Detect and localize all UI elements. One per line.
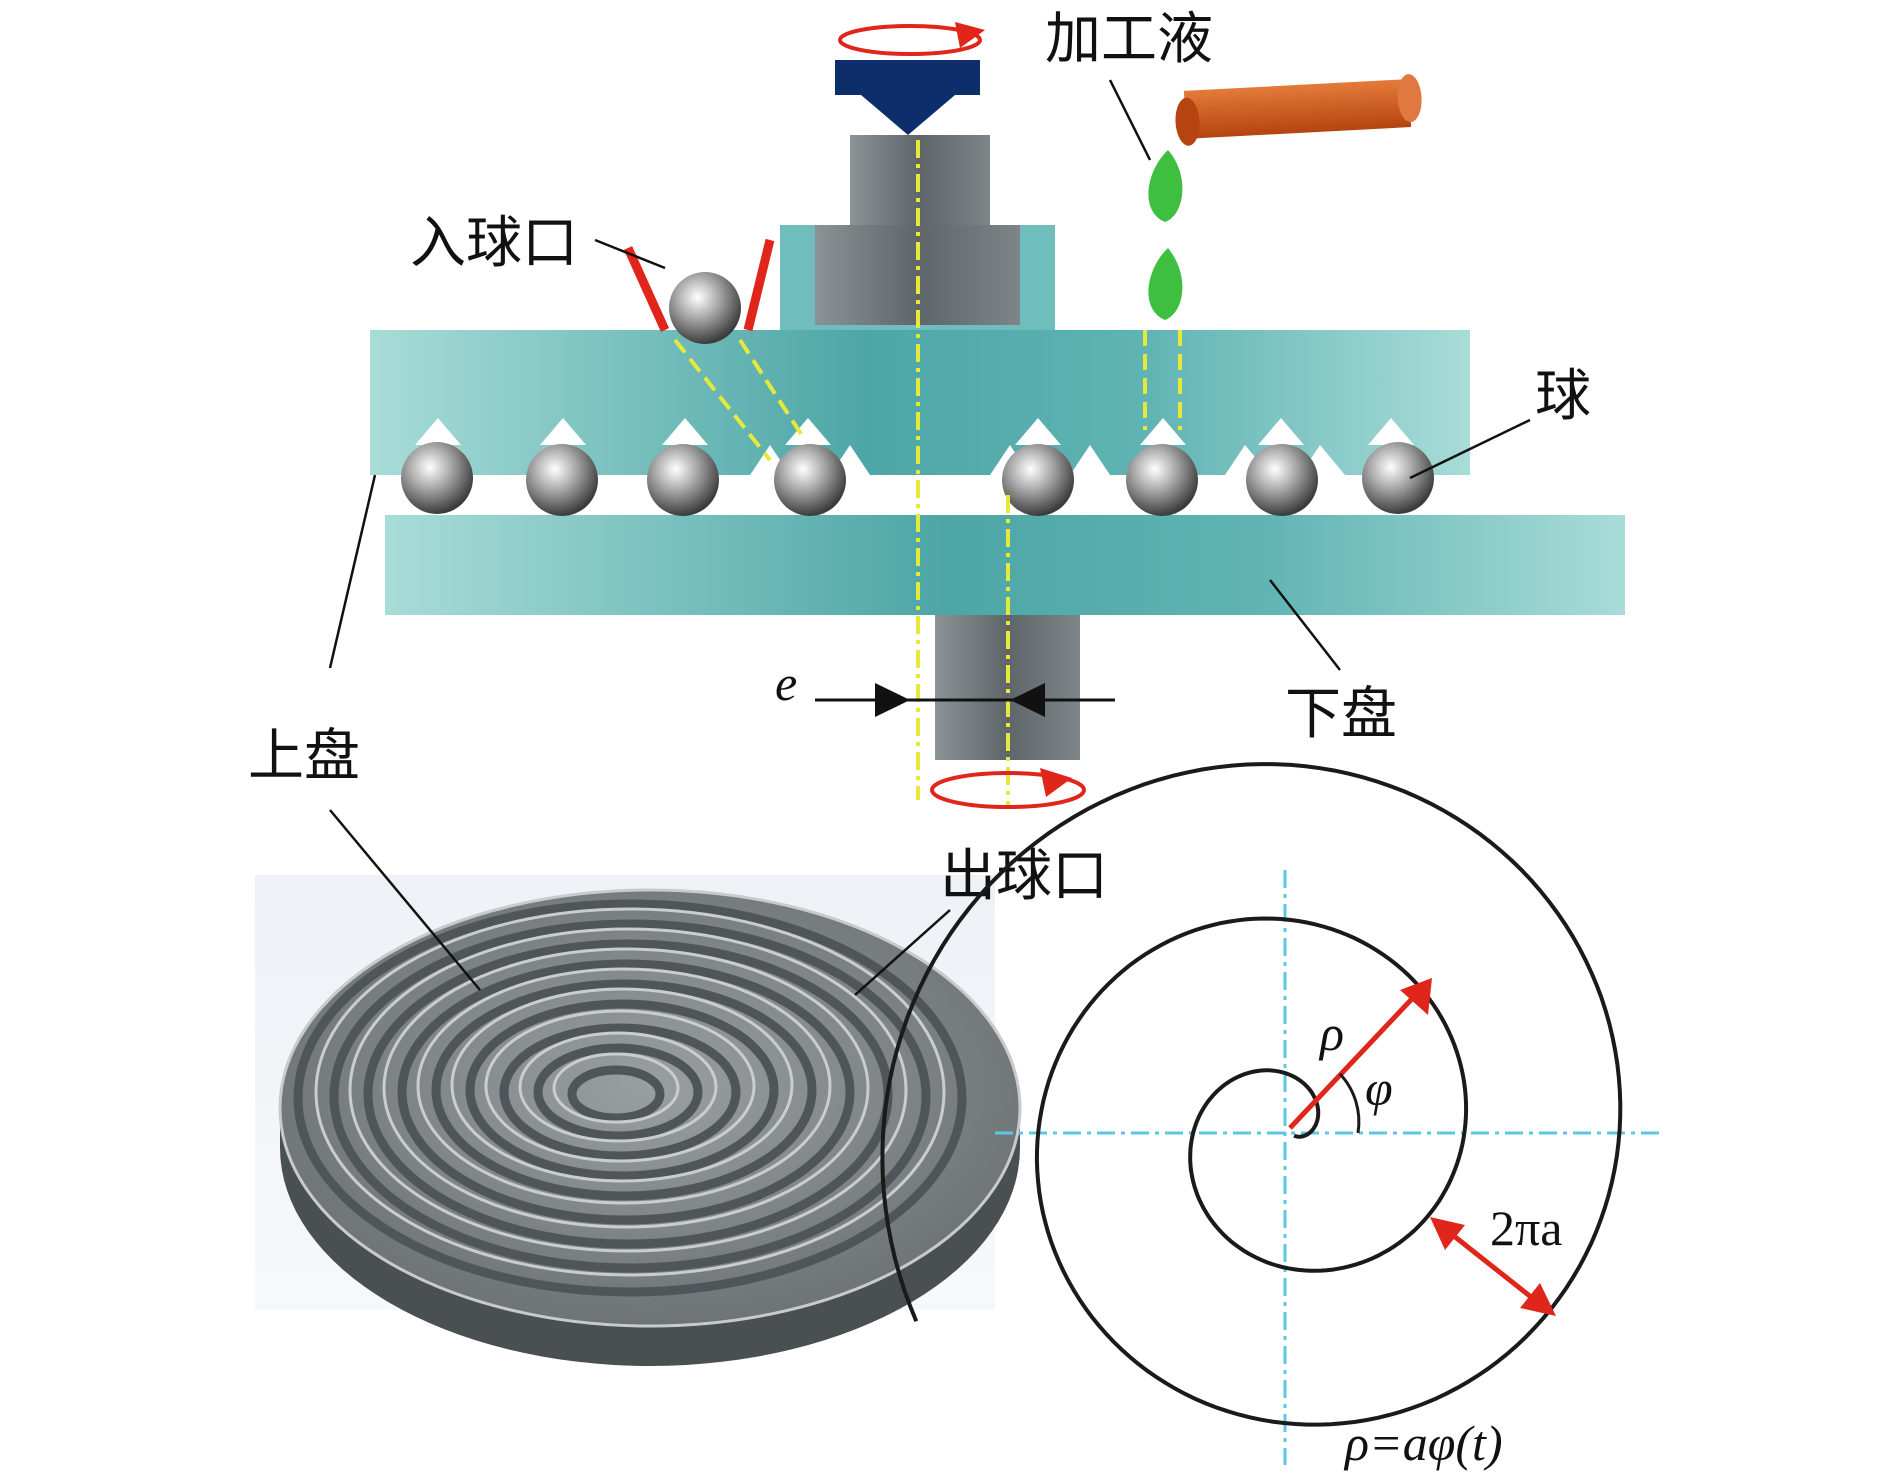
fluid-pipe (1175, 74, 1422, 146)
ball-outlet-label: 出球口 (940, 844, 1108, 909)
upper-plate-disk-leader (329, 809, 481, 991)
fluid-drop-icon (1148, 150, 1183, 320)
ball (1362, 442, 1434, 514)
pitch-arrowhead-start-icon (1430, 1217, 1465, 1250)
spiral-disk (278, 888, 1022, 1366)
ball (647, 444, 719, 516)
pitch-arrowhead-end-icon (1520, 1283, 1556, 1316)
fluid-leader (1108, 79, 1152, 161)
load-arrow-icon (835, 60, 980, 135)
equation-label: ρ=aφ(t) (1343, 1415, 1503, 1471)
top-rotation-arrow-icon (838, 22, 985, 56)
eccentricity-label: e (775, 655, 797, 711)
ball-inlet-leader (594, 238, 666, 270)
phi-arc (1338, 1072, 1361, 1134)
upper-plate-label: 上盘 (248, 724, 360, 789)
ball (774, 444, 846, 516)
ball (526, 444, 598, 516)
lower-plate-leader (1269, 579, 1341, 671)
ball (1002, 444, 1074, 516)
pitch-label: 2πa (1490, 1200, 1562, 1256)
ball-label: 球 (1535, 364, 1591, 429)
ball-inlet-funnel (623, 238, 775, 344)
phi-label: φ (1365, 1060, 1393, 1116)
archimedean-spiral (880, 762, 1623, 1427)
ball (1246, 444, 1318, 516)
upper-hub-core (815, 225, 1020, 325)
ball-outlet-leader (854, 909, 951, 996)
axis-lines (916, 140, 1010, 805)
ball-row (401, 442, 1434, 516)
pitch-arrow (1438, 1223, 1547, 1310)
ball (669, 272, 741, 344)
ball-inlet-label: 入球口 (410, 211, 578, 276)
lower-plate (385, 515, 1625, 615)
lower-plate-label: 下盘 (1285, 682, 1397, 747)
ball (401, 442, 473, 514)
upper-plate-leader (328, 474, 377, 669)
fluid-label: 加工液 (1045, 7, 1213, 72)
rho-arrow (1288, 983, 1427, 1130)
eccentricity-dimension (815, 683, 1115, 717)
inlet-channel-lines (673, 338, 807, 462)
ball-leader (1409, 418, 1531, 480)
v-grooves (415, 418, 1414, 445)
fluid-flow-lines (1143, 330, 1182, 430)
rho-label: ρ (1318, 1005, 1344, 1061)
spiral-axes (995, 870, 1665, 1465)
bottom-rotation-arrow-icon (930, 768, 1086, 809)
ball (1126, 444, 1198, 516)
rho-arrowhead-icon (1400, 978, 1432, 1015)
pitch-label-text: 2πa (1490, 1200, 1562, 1256)
